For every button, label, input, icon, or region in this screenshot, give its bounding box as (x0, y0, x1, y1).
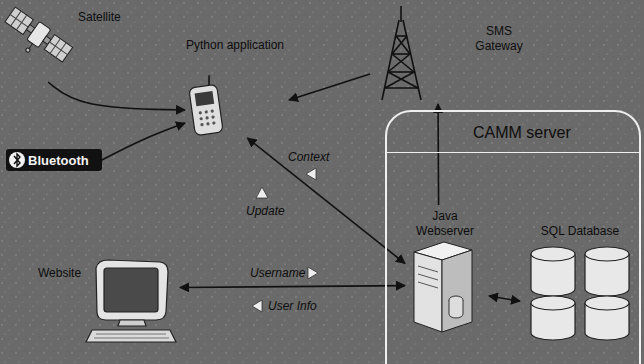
bluetooth-badge (6, 149, 102, 171)
database-icon (531, 247, 629, 340)
direction-triangle (308, 267, 318, 279)
flow-arrow (489, 296, 520, 301)
direction-triangle (306, 168, 316, 180)
bluetooth-rune (14, 154, 20, 166)
server-icon (414, 242, 472, 332)
bluetooth-rune-disc (9, 152, 25, 168)
component-node: Bluetooth (8, 150, 100, 172)
flow-arrow (437, 104, 439, 205)
satellite-icon (0, 5, 74, 71)
node-label: Java Webserver (405, 209, 485, 239)
node-label: CAMM server (473, 123, 571, 142)
component-node: Website (30, 262, 180, 347)
flow-label: Update (246, 204, 285, 218)
phone-icon (187, 74, 223, 135)
direction-triangle (256, 187, 268, 198)
node-label: Website (38, 266, 81, 281)
flow-arrow (247, 138, 405, 264)
flow-arrow (100, 123, 185, 161)
node-label: Bluetooth (28, 153, 89, 169)
flow-label: User Info (268, 299, 317, 313)
direction-triangle (252, 300, 262, 312)
flow-arrow (48, 82, 185, 110)
component-node: Satellite (6, 2, 126, 82)
flow-label: Context (288, 150, 329, 164)
node-label: SQL Database (520, 224, 640, 239)
flow-arrow (289, 74, 370, 100)
component-node: Python application (185, 38, 289, 138)
node-label: SMS Gateway (470, 24, 528, 54)
component-node: SMS Gateway (370, 4, 532, 104)
flow-arrow (180, 286, 405, 288)
node-label: Python application (185, 38, 285, 53)
server-boundary: CAMM serverJava WebserverSQL Database (385, 110, 641, 364)
computer-icon (86, 260, 176, 342)
component-node: SQL Database (520, 222, 644, 342)
node-label: Satellite (78, 10, 121, 25)
antenna-tower (382, 6, 421, 100)
flow-label: Username (250, 266, 305, 280)
header-rule (387, 152, 639, 153)
component-node: Java Webserver (405, 205, 489, 335)
